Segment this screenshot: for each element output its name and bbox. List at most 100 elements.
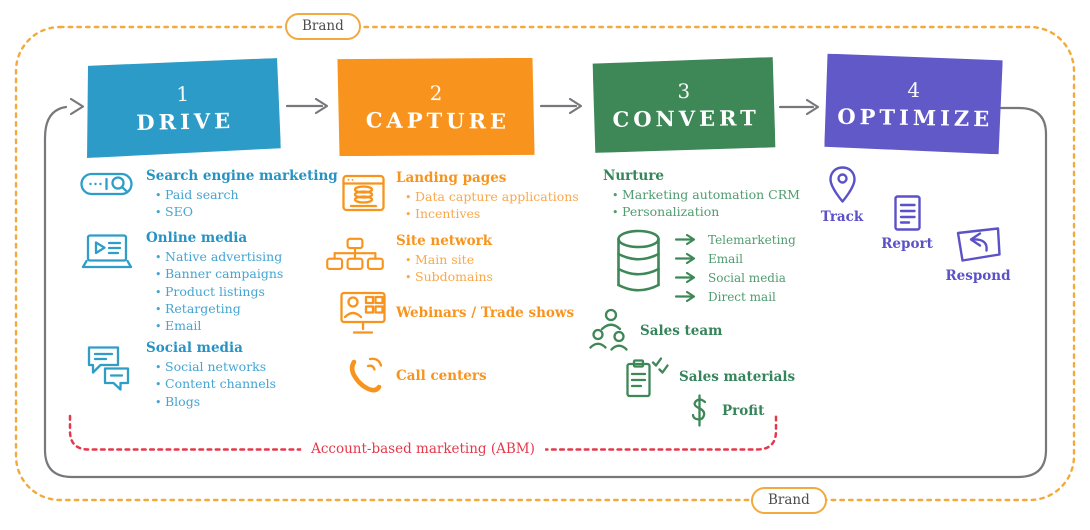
stage-block-drive: 1 DRIVE bbox=[85, 58, 281, 158]
channel-label: Direct mail bbox=[708, 289, 776, 304]
arrow-right-icon bbox=[674, 233, 696, 246]
laptop-video-icon bbox=[78, 230, 136, 335]
brand-boundary-dashed-border bbox=[14, 25, 1076, 502]
group-online-media: Online media Native advertising Banner c… bbox=[78, 230, 283, 335]
channel-rows: Telemarketing Email Social media Direct … bbox=[674, 228, 796, 308]
group-webinars-trade-shows: Webinars / Trade shows bbox=[340, 290, 574, 336]
group-label: Site network bbox=[396, 233, 493, 249]
action-label: Report bbox=[881, 236, 933, 252]
map-pin-icon bbox=[828, 166, 856, 203]
list-item: Native advertising bbox=[155, 249, 283, 266]
stage-number: 4 bbox=[907, 77, 921, 103]
action-track: Track bbox=[818, 166, 866, 225]
feedback-loop-arrowhead-icon bbox=[69, 97, 85, 116]
list-item: Incentives bbox=[405, 206, 579, 223]
arrow-right-icon bbox=[674, 290, 696, 303]
list-item: Product listings bbox=[155, 284, 283, 301]
stage-block-optimize: 4 OPTIMIZE bbox=[824, 54, 1003, 155]
arrow-right-icon bbox=[674, 252, 696, 265]
group-items: Marketing automation CRM Personalization bbox=[603, 187, 800, 222]
group-label: Profit bbox=[722, 402, 765, 419]
group-nurture: Nurture Marketing automation CRM Persona… bbox=[603, 168, 800, 222]
group-label: Nurture bbox=[603, 168, 665, 184]
stage-block-convert: 3 CONVERT bbox=[593, 57, 776, 153]
database-icon bbox=[612, 228, 664, 308]
action-label: Track bbox=[820, 209, 864, 225]
list-item: Subdomains bbox=[405, 269, 493, 286]
action-label: Respond bbox=[945, 268, 1011, 284]
channel-row: Direct mail bbox=[674, 287, 796, 306]
list-item: Content channels bbox=[155, 376, 276, 393]
phone-icon bbox=[343, 356, 386, 396]
group-search-engine-marketing: Search engine marketing Paid search SEO bbox=[78, 168, 338, 222]
list-item: Main site bbox=[405, 252, 493, 269]
group-items: Native advertising Banner campaigns Prod… bbox=[146, 249, 283, 335]
search-bar-icon bbox=[78, 168, 136, 222]
stage-title: OPTIMIZE bbox=[837, 103, 994, 132]
action-report: Report bbox=[881, 195, 933, 252]
stage-number: 3 bbox=[677, 78, 691, 104]
stage-block-capture: 2 CAPTURE bbox=[337, 56, 536, 158]
group-label: Search engine marketing bbox=[146, 168, 338, 184]
group-items: Main site Subdomains bbox=[396, 252, 493, 287]
channel-row: Telemarketing bbox=[674, 230, 796, 249]
group-sales-team: Sales team bbox=[588, 308, 722, 354]
group-items: Paid search SEO bbox=[146, 187, 338, 222]
list-item: Email bbox=[155, 318, 283, 335]
sales-team-icon bbox=[588, 308, 630, 354]
channel-row: Email bbox=[674, 249, 796, 268]
chat-bubbles-icon bbox=[78, 340, 136, 411]
list-item: Paid search bbox=[155, 187, 338, 204]
group-items: Data capture applications Incentives bbox=[396, 189, 579, 224]
group-sales-materials: Sales materials bbox=[625, 356, 795, 398]
list-item: Banner campaigns bbox=[155, 266, 283, 283]
group-social-media: Social media Social networks Content cha… bbox=[78, 340, 276, 411]
channel-row: Social media bbox=[674, 268, 796, 287]
list-item: Marketing automation CRM bbox=[612, 187, 800, 204]
channel-label: Telemarketing bbox=[708, 232, 796, 247]
group-label: Social media bbox=[146, 340, 243, 356]
group-label: Sales team bbox=[640, 323, 723, 339]
channel-label: Email bbox=[708, 251, 743, 266]
stage-title: CAPTURE bbox=[365, 107, 511, 134]
stage-title: DRIVE bbox=[136, 107, 235, 135]
list-item: Social networks bbox=[155, 359, 276, 376]
respond-reply-icon bbox=[956, 227, 1001, 262]
abm-label: Account-based marketing (ABM) bbox=[301, 441, 545, 457]
action-respond: Respond bbox=[945, 226, 1011, 284]
stage-arrows bbox=[285, 97, 820, 116]
arrow-convert-to-optimize-head-icon bbox=[805, 98, 820, 116]
group-database-channels: Telemarketing Email Social media Direct … bbox=[612, 228, 796, 308]
group-profit: Profit bbox=[686, 394, 764, 427]
brand-label-top: Brand bbox=[285, 13, 361, 40]
channel-label: Social media bbox=[708, 270, 786, 285]
group-label: Webinars / Trade shows bbox=[396, 305, 575, 321]
group-label: Landing pages bbox=[396, 170, 507, 186]
group-label: Online media bbox=[146, 230, 248, 246]
list-item: Data capture applications bbox=[405, 189, 579, 206]
dollar-icon bbox=[686, 394, 712, 427]
group-label: Call centers bbox=[396, 368, 487, 384]
site-network-icon bbox=[324, 233, 386, 287]
list-item: Personalization bbox=[612, 204, 800, 221]
stage-number: 1 bbox=[176, 81, 190, 107]
stage-title: CONVERT bbox=[612, 105, 760, 132]
arrow-capture-to-convert-head-icon bbox=[568, 97, 583, 115]
report-document-icon bbox=[893, 195, 921, 231]
stage-number: 2 bbox=[429, 80, 443, 106]
webinar-screen-icon bbox=[340, 290, 386, 336]
group-landing-pages: Landing pages Data capture applications … bbox=[340, 170, 579, 224]
brand-label-bottom: Brand bbox=[751, 487, 827, 514]
group-call-centers: Call centers bbox=[343, 356, 487, 396]
clipboard-checks-icon bbox=[625, 356, 669, 398]
list-item: Retargeting bbox=[155, 301, 283, 318]
group-items: Social networks Content channels Blogs bbox=[146, 359, 276, 411]
feedback-loop-line bbox=[43, 105, 1048, 479]
group-label: Sales materials bbox=[679, 369, 796, 385]
arrow-right-icon bbox=[674, 271, 696, 284]
landing-page-icon bbox=[340, 170, 386, 224]
list-item: Blogs bbox=[155, 394, 276, 411]
group-site-network: Site network Main site Subdomains bbox=[324, 233, 493, 287]
arrow-drive-to-capture-head-icon bbox=[314, 97, 329, 115]
